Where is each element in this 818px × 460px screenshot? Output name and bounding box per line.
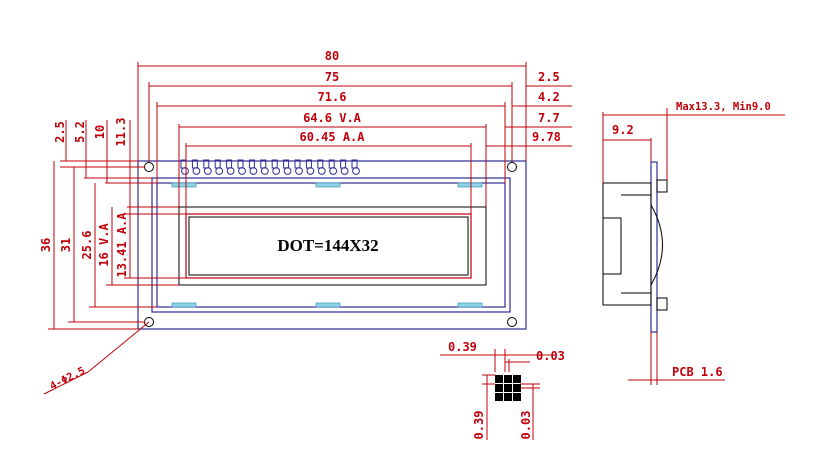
dim-dot-gap: 0.03 — [536, 349, 565, 363]
clip-top-left — [171, 182, 197, 188]
side-header-top — [656, 179, 668, 193]
dot-cell — [513, 375, 521, 383]
side-pcb — [650, 161, 658, 333]
pin-pad — [238, 167, 246, 175]
pin-pad — [306, 167, 315, 175]
dim-80: 80 — [325, 49, 339, 63]
pin-pad — [192, 167, 201, 175]
dim-11-3-left: 11.3 — [114, 118, 128, 147]
pin-pad — [340, 167, 349, 175]
active-area — [185, 213, 472, 279]
clip-top-right — [457, 182, 483, 188]
dot-matrix-sample — [495, 375, 521, 401]
dim-60-45-aa: 60.45 A.A — [299, 130, 365, 144]
mounting-hole-top-left — [144, 162, 154, 172]
side-backlight — [650, 204, 663, 286]
dot-cell — [495, 384, 503, 392]
pin-pad — [260, 167, 269, 175]
bezel-frame — [151, 177, 511, 313]
pcb-outline — [137, 160, 527, 330]
dim-2-5-right: 2.5 — [538, 70, 560, 84]
dim-75: 75 — [325, 70, 339, 84]
pin-pad — [329, 167, 338, 175]
top-dimensions: 80 75 71.6 64.6 V.A 60.45 A.A 2.5 4.2 7.… — [137, 49, 572, 214]
side-header-bottom — [656, 297, 668, 311]
dim-71-6: 71.6 — [318, 90, 347, 104]
lcd-dot-label: DOT=144X32 — [277, 236, 378, 255]
dim-dot-width: 0.39 — [448, 340, 477, 354]
dim-dot-height: 0.39 — [472, 411, 486, 440]
dim-hole: 4-Φ2.5 — [48, 365, 87, 393]
clip-top-center — [315, 182, 341, 188]
left-dimensions: 2.5 5.2 10 11.3 36 31 25.6 16 V.A 13.41 … — [39, 118, 186, 395]
dim-pcb-1-6: PCB 1.6 — [672, 365, 723, 379]
dim-64-6-va: 64.6 V.A — [303, 111, 362, 125]
pin-pad — [295, 167, 303, 175]
dot-cell — [504, 393, 512, 401]
pin-pad — [272, 167, 281, 175]
dim-25-6: 25.6 — [80, 231, 94, 260]
pin-pad — [181, 167, 189, 175]
dim-9-78-right: 9.78 — [532, 130, 561, 144]
dim-5-2-left: 5.2 — [73, 121, 87, 143]
clip-bottom-center — [315, 302, 341, 308]
pin-pad — [226, 167, 235, 175]
connector-pins — [180, 159, 360, 175]
front-view: DOT=144X32 — [137, 159, 527, 330]
mounting-hole-bottom-right — [507, 317, 517, 327]
dim-9-2: 9.2 — [612, 123, 634, 137]
dot-cell — [495, 375, 503, 383]
dim-36: 36 — [39, 238, 53, 252]
dot-cell — [504, 375, 512, 383]
dot-cell — [513, 393, 521, 401]
pin-pad — [352, 167, 360, 175]
dim-dot-vgap: 0.03 — [519, 411, 533, 440]
pin-pad — [203, 167, 212, 175]
side-window — [602, 217, 622, 275]
dim-13-41-aa: 13.41 A.A — [115, 212, 129, 278]
dim-max-min: Max13.3, Min9.0 — [676, 101, 771, 113]
dim-2-5-left: 2.5 — [53, 121, 67, 143]
dot-detail: 0.39 0.03 0.39 0.03 — [440, 340, 565, 440]
pin-pad — [215, 167, 224, 175]
dim-10-left: 10 — [93, 125, 107, 139]
active-area-inner — [188, 216, 469, 276]
pin-pad — [249, 167, 258, 175]
side-bezel — [602, 182, 652, 306]
dim-31: 31 — [59, 238, 73, 252]
dim-16-va: 16 V.A — [97, 223, 111, 267]
dot-cell — [513, 384, 521, 392]
dim-4-2-right: 4.2 — [538, 90, 560, 104]
mounting-hole-top-right — [507, 162, 517, 172]
pin-pad — [283, 167, 292, 175]
dot-cell — [504, 384, 512, 392]
pin-pad — [317, 167, 326, 175]
clip-bottom-right — [457, 302, 483, 308]
dot-cell — [495, 393, 503, 401]
clip-bottom-left — [171, 302, 197, 308]
dim-7-7-right: 7.7 — [538, 111, 560, 125]
side-view: Max13.3, Min9.0 9.2 PCB 1.6 — [602, 101, 785, 385]
viewing-area — [178, 206, 487, 286]
